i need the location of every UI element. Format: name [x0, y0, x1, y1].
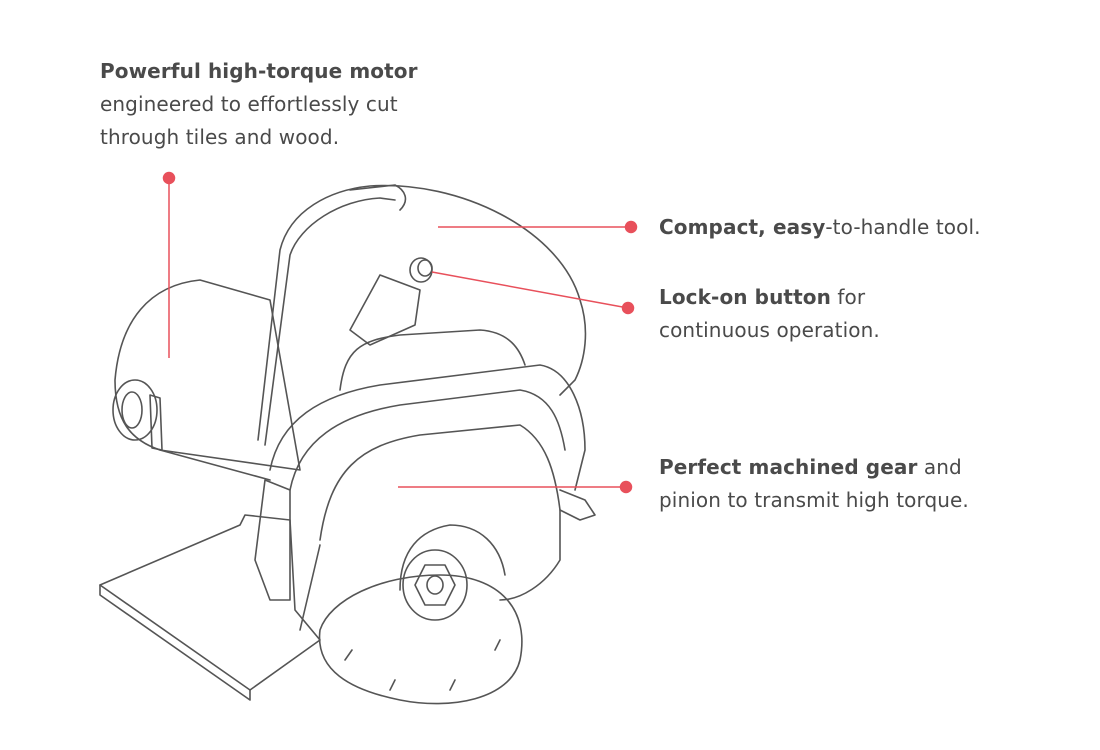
- callout-line-lock: [431, 271, 629, 309]
- base-plate: [99, 514, 321, 691]
- callout-motor-line2: engineered to effortlessly cut: [100, 92, 398, 116]
- callout-gear-line2: pinion to transmit high torque.: [659, 488, 969, 512]
- callout-lock-line2: continuous operation.: [659, 318, 880, 342]
- callout-compact-title: Compact, easy: [659, 215, 826, 239]
- blade-guard: [269, 364, 586, 491]
- cutting-blade: [318, 574, 523, 705]
- callout-motor-line3: through tiles and wood.: [100, 125, 340, 149]
- callout-dot-motor: [162, 171, 176, 185]
- callout-lock: Lock-on button for continuous operation.: [659, 281, 880, 347]
- callout-compact: Compact, easy-to-handle tool.: [659, 211, 981, 244]
- callout-compact-rest: -to-handle tool.: [825, 215, 981, 239]
- callout-gear: Perfect machined gear and pinion to tran…: [659, 451, 969, 517]
- handle: [257, 184, 587, 441]
- arbor-nut: [402, 549, 468, 621]
- callout-lock-title: Lock-on button: [659, 285, 831, 309]
- callout-gear-rest: and: [917, 455, 962, 479]
- callout-dot-lock: [621, 301, 635, 315]
- callout-dot-compact: [624, 220, 638, 234]
- motor-housing: [114, 279, 301, 471]
- callout-dot-gear: [619, 480, 633, 494]
- callout-gear-title: Perfect machined gear: [659, 455, 918, 479]
- callout-motor: Powerful high-torque motor engineered to…: [100, 55, 418, 154]
- callout-motor-title: Powerful high-torque motor: [100, 59, 418, 83]
- callout-lock-rest: for: [830, 285, 866, 309]
